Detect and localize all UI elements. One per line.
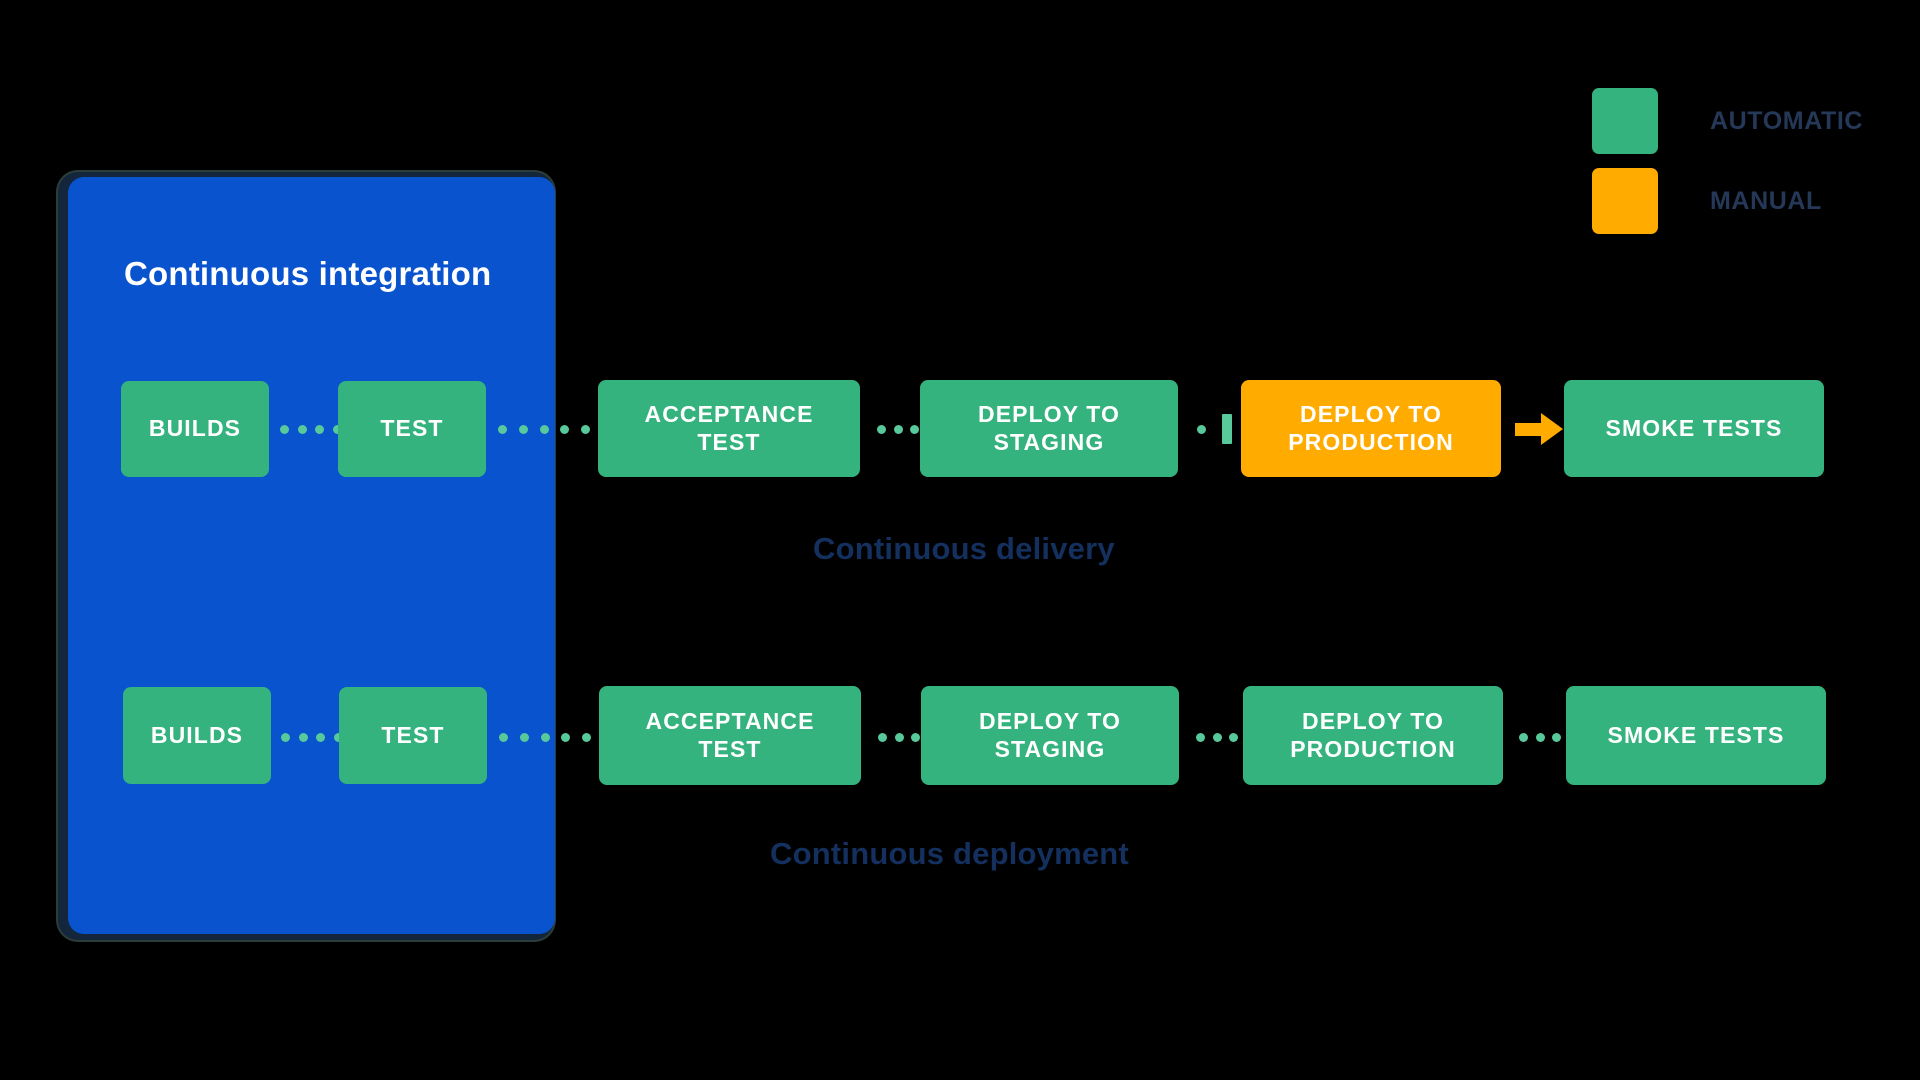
node-label: ACCEPTANCE TEST bbox=[645, 708, 814, 762]
connector-dots-acceptance-staging-delivery bbox=[877, 424, 919, 434]
connector-dot bbox=[519, 732, 529, 742]
node-label-line2: TEST bbox=[698, 735, 762, 762]
node-label-line1: ACCEPTANCE bbox=[645, 708, 815, 735]
connector-dot bbox=[333, 732, 343, 742]
legend-label-automatic: AUTOMATIC bbox=[1710, 106, 1864, 135]
node-smoke-tests-deployment[interactable]: SMOKE TESTS bbox=[1566, 686, 1826, 785]
connector-dot bbox=[1229, 732, 1238, 742]
node-label-line1: DEPLOY TO bbox=[1302, 708, 1444, 735]
arrow-head bbox=[1541, 413, 1563, 445]
connector-dots-production-smoke-deployment bbox=[1519, 732, 1561, 742]
connector-dot bbox=[297, 424, 307, 434]
node-deploy-to-production-delivery[interactable]: DEPLOY TO PRODUCTION bbox=[1241, 380, 1501, 477]
node-acceptance-test-delivery[interactable]: ACCEPTANCE TEST bbox=[598, 380, 860, 477]
connector-dot bbox=[561, 732, 571, 742]
connector-dot bbox=[539, 424, 549, 434]
connector-dot bbox=[1535, 732, 1545, 742]
connector-dot bbox=[1552, 732, 1561, 742]
connector-dot bbox=[298, 732, 308, 742]
node-label: SMOKE TESTS bbox=[1605, 414, 1783, 441]
continuous-integration-panel bbox=[68, 177, 555, 934]
caption-continuous-delivery: Continuous delivery bbox=[813, 531, 1115, 566]
connector-dot bbox=[1212, 732, 1222, 742]
connector-dot bbox=[499, 732, 508, 742]
connector-dot bbox=[540, 732, 550, 742]
gate-stop-bar-icon bbox=[1222, 414, 1232, 444]
legend-item-manual: MANUAL bbox=[1592, 168, 1902, 234]
ci-panel-title: Continuous integration bbox=[124, 255, 492, 292]
node-label-line2: STAGING bbox=[993, 428, 1105, 455]
connector-dots-test-acceptance-deployment bbox=[499, 732, 591, 742]
node-label-line2: PRODUCTION bbox=[1288, 428, 1454, 455]
connector-dot bbox=[316, 732, 326, 742]
legend-label-manual: MANUAL bbox=[1710, 186, 1822, 215]
connector-dot bbox=[910, 424, 919, 434]
connector-dot bbox=[894, 732, 904, 742]
node-deploy-to-staging-deployment[interactable]: DEPLOY TO STAGING bbox=[921, 686, 1179, 785]
node-label: BUILDS bbox=[150, 721, 244, 748]
connector-dot bbox=[498, 424, 507, 434]
connector-dots-staging-production-deployment bbox=[1196, 732, 1238, 742]
node-acceptance-test-deployment[interactable]: ACCEPTANCE TEST bbox=[599, 686, 861, 785]
connector-dot bbox=[878, 732, 887, 742]
connector-dot bbox=[893, 424, 903, 434]
node-builds-delivery[interactable]: BUILDS bbox=[121, 381, 269, 477]
connector-dot bbox=[280, 424, 289, 434]
node-label: ACCEPTANCE TEST bbox=[644, 401, 813, 455]
node-smoke-tests-delivery[interactable]: SMOKE TESTS bbox=[1564, 380, 1824, 477]
connector-dots-acceptance-staging-deployment bbox=[878, 732, 920, 742]
node-label: DEPLOY TO PRODUCTION bbox=[1288, 401, 1454, 455]
connector-dot bbox=[332, 424, 342, 434]
connector-dot bbox=[560, 424, 570, 434]
node-label-line2: TEST bbox=[697, 428, 761, 455]
connector-dots-test-acceptance-delivery bbox=[498, 424, 590, 434]
node-label: DEPLOY TO PRODUCTION bbox=[1290, 708, 1456, 762]
node-test-deployment[interactable]: TEST bbox=[339, 687, 487, 784]
connector-dot bbox=[1519, 732, 1528, 742]
node-deploy-to-production-deployment[interactable]: DEPLOY TO PRODUCTION bbox=[1243, 686, 1503, 785]
node-deploy-to-staging-delivery[interactable]: DEPLOY TO STAGING bbox=[920, 380, 1178, 477]
connector-dot bbox=[315, 424, 325, 434]
connector-dot bbox=[877, 424, 886, 434]
node-label: SMOKE TESTS bbox=[1607, 721, 1785, 748]
legend: AUTOMATIC MANUAL bbox=[1592, 88, 1902, 248]
connector-dot bbox=[911, 732, 920, 742]
connector-dots-builds-test-delivery bbox=[280, 424, 342, 434]
automatic-swatch-icon bbox=[1592, 88, 1658, 154]
arrow-right-icon bbox=[1515, 413, 1563, 445]
node-label-line2: STAGING bbox=[994, 735, 1106, 762]
legend-item-automatic: AUTOMATIC bbox=[1592, 88, 1902, 154]
connector-dot bbox=[281, 732, 290, 742]
node-test-delivery[interactable]: TEST bbox=[338, 381, 486, 477]
connector-dot bbox=[581, 424, 590, 434]
node-label-line1: DEPLOY TO bbox=[1300, 401, 1442, 428]
manual-gate-marker-icon bbox=[1197, 414, 1232, 444]
connector-dot bbox=[1196, 732, 1205, 742]
node-label-line2: PRODUCTION bbox=[1290, 735, 1456, 762]
node-label: TEST bbox=[381, 721, 445, 748]
node-label: BUILDS bbox=[148, 415, 242, 442]
node-label: TEST bbox=[380, 415, 444, 442]
arrow-shaft bbox=[1515, 422, 1541, 436]
node-label-line1: DEPLOY TO bbox=[978, 401, 1120, 428]
node-label: DEPLOY TO STAGING bbox=[978, 401, 1120, 455]
node-label-line1: DEPLOY TO bbox=[979, 708, 1121, 735]
gate-dot-icon bbox=[1197, 424, 1206, 434]
connector-dots-builds-test-deployment bbox=[281, 732, 343, 742]
node-label: DEPLOY TO STAGING bbox=[979, 708, 1121, 762]
manual-swatch-icon bbox=[1592, 168, 1658, 234]
node-label-line1: ACCEPTANCE bbox=[644, 401, 814, 428]
node-builds-deployment[interactable]: BUILDS bbox=[123, 687, 271, 784]
caption-continuous-deployment: Continuous deployment bbox=[770, 836, 1129, 871]
connector-dot bbox=[582, 732, 591, 742]
connector-dot bbox=[518, 424, 528, 434]
